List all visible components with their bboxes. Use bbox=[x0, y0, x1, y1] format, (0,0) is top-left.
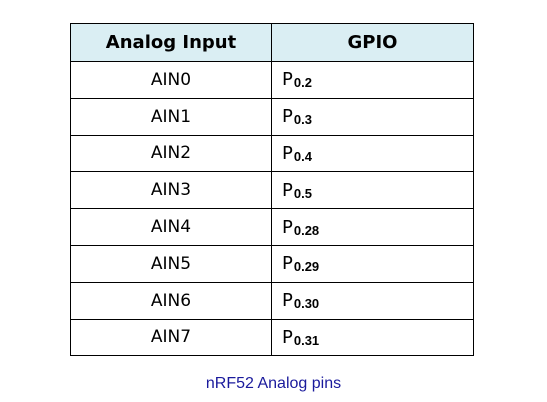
table-header-row: Analog Input GPIO bbox=[70, 23, 474, 62]
gpio-port-letter: P bbox=[282, 253, 293, 275]
analog-input-cell: AIN6 bbox=[70, 281, 272, 320]
gpio-port-letter: P bbox=[282, 179, 293, 201]
gpio-pin-number: 0.29 bbox=[293, 259, 320, 275]
analog-input-cell: AIN2 bbox=[70, 134, 272, 173]
gpio-pin-number: 0.4 bbox=[293, 148, 312, 164]
gpio-cell: P0.30 bbox=[271, 281, 474, 320]
gpio-cell: P0.31 bbox=[271, 318, 474, 357]
table-row: AIN4 P0.28 bbox=[70, 208, 474, 246]
table-row: AIN5 P0.29 bbox=[70, 244, 474, 283]
gpio-port-letter: P bbox=[282, 142, 293, 164]
table-row: AIN2 P0.4 bbox=[70, 134, 474, 173]
gpio-port-letter: P bbox=[282, 216, 293, 238]
gpio-cell: P0.28 bbox=[271, 208, 474, 246]
gpio-port-letter: P bbox=[282, 290, 293, 312]
analog-input-cell: AIN5 bbox=[70, 244, 272, 283]
table-caption: nRF52 Analog pins bbox=[205, 375, 342, 392]
gpio-pin-number: 0.3 bbox=[293, 112, 312, 128]
gpio-cell: P0.29 bbox=[271, 244, 474, 283]
pin-mapping-table: Analog Input GPIO AIN0 P0.2 AIN1 P0.3 AI… bbox=[70, 23, 474, 357]
gpio-port-letter: P bbox=[282, 69, 293, 91]
analog-input-cell: AIN3 bbox=[70, 171, 272, 210]
table-row: AIN1 P0.3 bbox=[70, 97, 474, 136]
gpio-cell: P0.3 bbox=[271, 97, 474, 136]
analog-input-cell: AIN0 bbox=[70, 61, 272, 99]
gpio-pin-number: 0.30 bbox=[293, 296, 320, 312]
gpio-port-letter: P bbox=[282, 326, 293, 348]
gpio-pin-number: 0.2 bbox=[293, 75, 312, 91]
table-row: AIN7 P0.31 bbox=[70, 318, 474, 357]
gpio-pin-number: 0.5 bbox=[293, 185, 312, 201]
header-analog-input: Analog Input bbox=[70, 23, 272, 62]
header-gpio: GPIO bbox=[271, 23, 474, 62]
table-row: AIN3 P0.5 bbox=[70, 171, 474, 210]
gpio-pin-number: 0.28 bbox=[293, 222, 320, 238]
gpio-pin-number: 0.31 bbox=[293, 332, 320, 348]
analog-input-cell: AIN7 bbox=[70, 318, 272, 357]
gpio-cell: P0.2 bbox=[271, 61, 474, 99]
gpio-port-letter: P bbox=[282, 106, 293, 128]
analog-input-cell: AIN4 bbox=[70, 208, 272, 246]
gpio-cell: P0.4 bbox=[271, 134, 474, 173]
analog-input-cell: AIN1 bbox=[70, 97, 272, 136]
table-row: AIN0 P0.2 bbox=[70, 61, 474, 99]
gpio-cell: P0.5 bbox=[271, 171, 474, 210]
table-row: AIN6 P0.30 bbox=[70, 281, 474, 320]
